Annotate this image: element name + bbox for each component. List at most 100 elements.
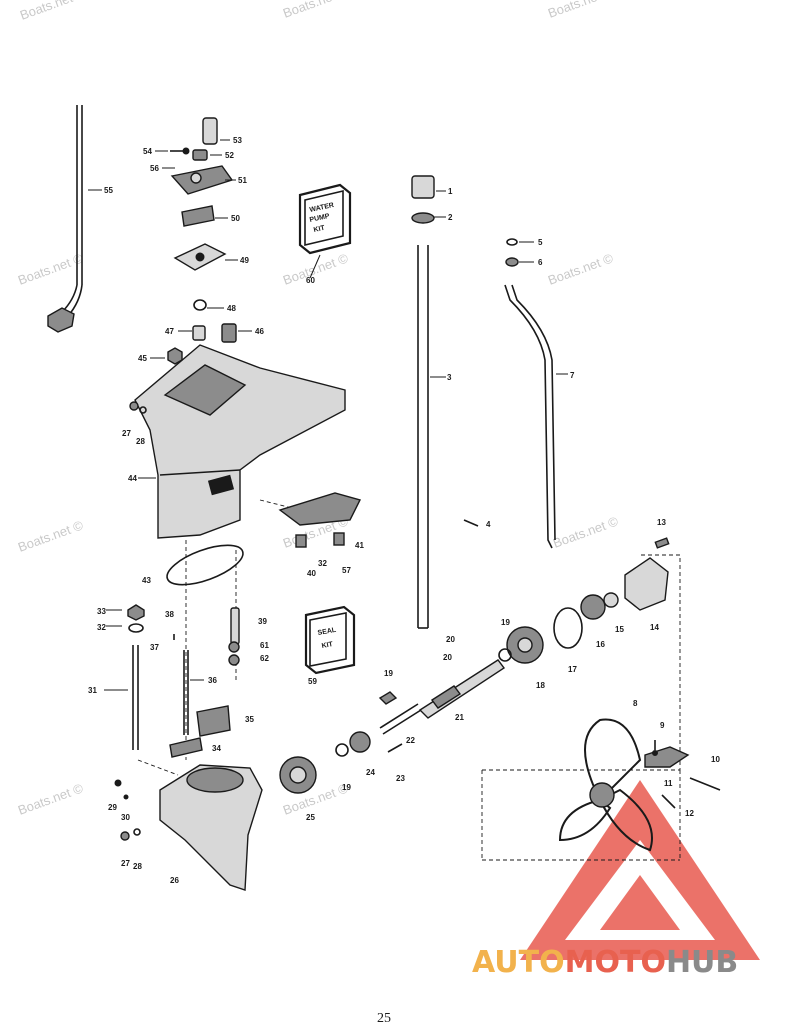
kit-text-line: SEAL (317, 627, 337, 637)
kit-text-line: KIT (321, 641, 334, 650)
callout-label: 38 (165, 610, 174, 619)
callout-label: 54 (143, 147, 152, 156)
watermark: Boats.net © (16, 517, 86, 555)
callout-label: 44 (128, 474, 137, 483)
callout-label: 1 (448, 187, 453, 196)
callout-label: 35 (245, 715, 254, 724)
brand-wordmark-text: AUTOMOTOHUB (472, 945, 738, 980)
watermark: Boats.net © (16, 250, 86, 288)
callout-label: 10 (711, 755, 720, 764)
callout-label: 15 (615, 625, 624, 634)
callout-label: 19 (501, 618, 510, 627)
watermark: Boats.net © (281, 0, 351, 21)
part-shift-link (504, 238, 556, 549)
callout-label: 23 (396, 774, 405, 783)
callout-label: 50 (231, 214, 240, 223)
callout-label: 27 (121, 859, 130, 868)
callout-label: 45 (138, 354, 147, 363)
part-lower-gearcase (159, 764, 263, 891)
callout-label: 62 (260, 654, 269, 663)
callout-label: 60 (306, 276, 315, 285)
callout-label: 9 (660, 721, 665, 730)
part-drive-shaft (411, 175, 479, 629)
callout-label: 32 (318, 559, 327, 568)
watermark: Boats.net © (551, 513, 621, 551)
page-number: 25 (377, 1011, 391, 1024)
callout-label: 20 (446, 635, 455, 644)
callout-label: 24 (366, 768, 375, 777)
callout-label: 27 (122, 429, 131, 438)
callout-label: 26 (170, 876, 179, 885)
brand-logo (520, 780, 760, 960)
brand-part-moto: MOTO (565, 945, 666, 980)
callout-label: 7 (570, 371, 575, 380)
callout-label: 28 (136, 437, 145, 446)
callout-label: 37 (150, 643, 159, 652)
kit-text-line: PUMP (309, 213, 331, 224)
callout-label: 56 (150, 164, 159, 173)
callout-label: 30 (121, 813, 130, 822)
watermark: Boats.net © (18, 0, 88, 23)
callout-label: 57 (342, 566, 351, 575)
callout-label: 59 (308, 677, 317, 686)
callout-label: 4 (486, 520, 491, 529)
callout-label: 22 (406, 736, 415, 745)
callout-label: 19 (384, 669, 393, 678)
callout-label: 33 (97, 607, 106, 616)
callout-label: 48 (227, 304, 236, 313)
callout-label: 13 (657, 518, 666, 527)
callout-label: 5 (538, 238, 543, 247)
part-propeller-shaft (127, 492, 669, 794)
callout-label: 41 (355, 541, 364, 550)
watermark: Boats.net © (546, 0, 616, 21)
callout-label: 55 (104, 186, 113, 195)
callout-label: 12 (685, 809, 694, 818)
watermark: Boats.net © (546, 250, 616, 288)
callout-label: 36 (208, 676, 217, 685)
callout-label: 31 (88, 686, 97, 695)
callout-label: 17 (568, 665, 577, 674)
callout-label: 51 (238, 176, 247, 185)
callout-label: 28 (133, 862, 142, 871)
callout-label: 53 (233, 136, 242, 145)
logo-triangle-core (600, 875, 680, 930)
part-water-pump (170, 117, 237, 343)
callout-label: 2 (448, 213, 453, 222)
part-gearcase-housing (134, 344, 346, 539)
brand-part-hub: HUB (666, 945, 738, 980)
part-propeller (558, 718, 721, 852)
callout-label: 21 (455, 713, 464, 722)
water-pump-kit-box: WATER PUMP KIT (298, 183, 352, 279)
brand-wordmark: AUTOMOTOHUB (472, 945, 738, 980)
callout-label: 49 (240, 256, 249, 265)
callout-label: 20 (443, 653, 452, 662)
kit-text-line: WATER (309, 202, 335, 214)
brand-part-auto: AUTO (472, 945, 565, 980)
seal-kit-box: SEAL KIT (304, 605, 356, 675)
callout-label: 11 (664, 779, 673, 788)
callout-label: 16 (596, 640, 605, 649)
callout-label: 61 (260, 641, 269, 650)
part-shift-rod (47, 105, 83, 333)
callout-label: 3 (447, 373, 452, 382)
callout-label: 8 (633, 699, 638, 708)
callout-label: 39 (258, 617, 267, 626)
leader-lines (88, 139, 568, 691)
callout-label: 25 (306, 813, 315, 822)
callout-label: 40 (307, 569, 316, 578)
callout-label: 29 (108, 803, 117, 812)
callout-label: 34 (212, 744, 221, 753)
fasteners (114, 347, 670, 841)
callout-label: 14 (650, 623, 659, 632)
watermark: Boats.net © (281, 250, 351, 288)
callout-label: 19 (342, 783, 351, 792)
callout-label: 47 (165, 327, 174, 336)
callout-label: 18 (536, 681, 545, 690)
callout-label: 43 (142, 576, 151, 585)
kit-text-line: KIT (313, 225, 326, 234)
watermark: Boats.net © (16, 780, 86, 818)
callout-label: 32 (97, 623, 106, 632)
callout-label: 46 (255, 327, 264, 336)
callout-labels: 1 2 3 4 5 6 7 8 9 10 11 12 13 14 15 16 1… (88, 136, 720, 885)
